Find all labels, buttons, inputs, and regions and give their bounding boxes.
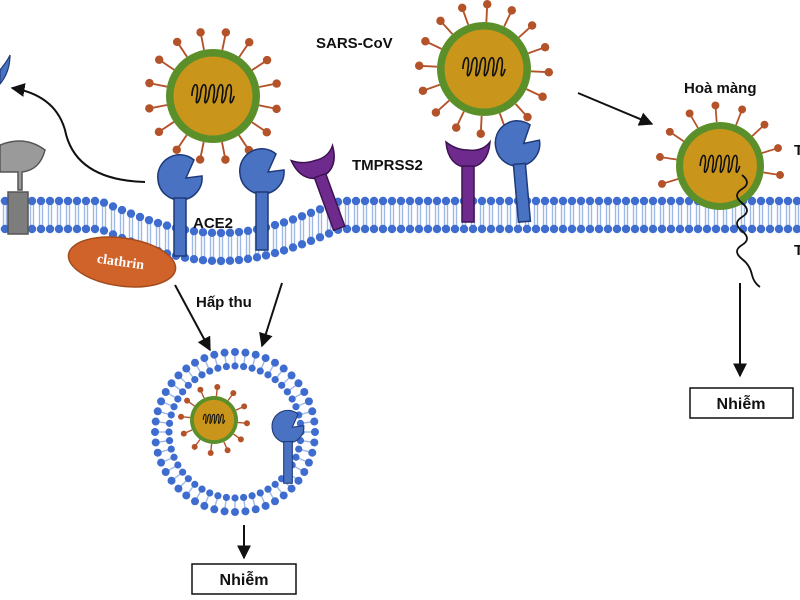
arrow-to-left <box>10 83 146 183</box>
arrow-to-fusion <box>577 92 654 126</box>
gray-receptor <box>0 140 46 235</box>
cell-membrane <box>0 196 800 266</box>
clathrin: clathrin <box>67 236 177 288</box>
tmprss2-label: TMPRSS2 <box>352 157 423 174</box>
released-rna <box>736 174 761 288</box>
partial-receptor-edge <box>0 54 11 85</box>
arrow-endocytosis-right <box>259 282 283 348</box>
hoa-mang-label: Hoà màng <box>684 80 757 97</box>
nhiem-label-fusion: Nhiễm <box>717 394 766 413</box>
edge-label-upper: T <box>794 142 800 159</box>
arrow-endocytosis-left <box>174 284 211 352</box>
clathrin-label: clathrin <box>96 252 145 273</box>
ace2-receptor-in-vesicle <box>271 409 305 484</box>
endosome-vesicle <box>151 348 319 516</box>
ace2-receptor <box>157 154 203 257</box>
virus-in-vesicle <box>178 384 250 456</box>
nhiem-box-endocytosis: Nhiễm <box>191 563 297 595</box>
ace2-receptor <box>239 148 285 251</box>
tmprss2-protease <box>445 139 491 223</box>
ace2-receptor <box>494 120 541 224</box>
virus-sars-cov <box>414 0 554 139</box>
virus-bound-ace2 <box>145 28 281 164</box>
ace2-label: ACE2 <box>193 215 233 232</box>
hap-thu-label: Hấp thu <box>196 294 252 311</box>
virus-fusing <box>655 101 785 210</box>
nhiem-label-endocytosis: Nhiễm <box>220 570 269 589</box>
edge-label-lower: T <box>794 242 800 259</box>
nhiem-box-fusion: Nhiễm <box>689 387 794 419</box>
tmprss2-protease <box>289 142 346 232</box>
sars-cov-label: SARS-CoV <box>316 35 393 52</box>
